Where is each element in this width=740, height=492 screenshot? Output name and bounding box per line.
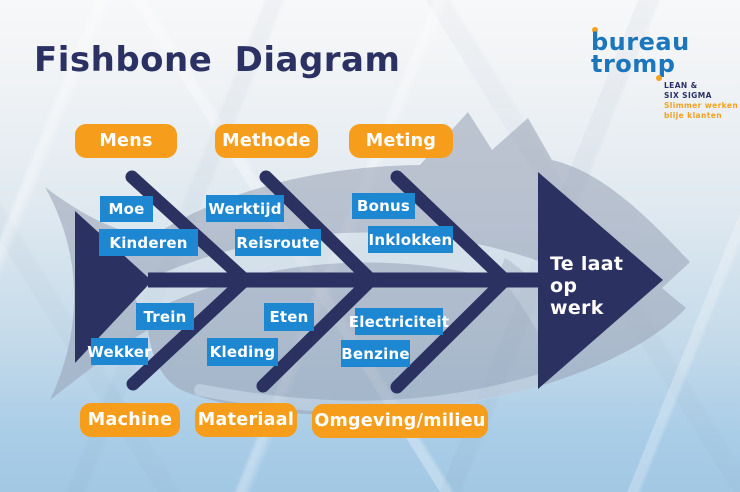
category-label-meting: Meting [349,124,453,158]
cause-label-trein: Trein [136,303,194,330]
tail-shape [75,211,152,363]
bone-bottom-2 [256,273,378,393]
spine-bar [148,272,540,288]
category-label-omgeving-milieu: Omgeving/milieu [312,404,488,438]
cause-label-inklokken: Inklokken [368,226,453,253]
cause-label-reisroute: Reisroute [235,229,321,256]
page-title: Fishbone Diagram [34,40,401,80]
logo-name-line1: bureau [591,28,690,56]
cause-label-electriciteit: Electriciteit [349,308,449,335]
bone-bottom-3 [390,273,512,394]
head-arrow-shape [538,172,663,389]
category-label-machine: Machine [80,403,180,437]
category-label-methode: Methode [215,124,318,158]
cause-label-benzine: Benzine [341,340,410,367]
bone-top-1 [125,170,252,287]
cause-label-kinderen: Kinderen [99,229,198,256]
effect-text: Te laat op werk [550,253,624,319]
cause-label-eten: Eten [264,303,314,331]
fish-body-shape [45,112,690,415]
cause-label-bonus: Bonus [352,193,415,219]
cause-label-wekker: Wekker [87,338,152,365]
category-label-materiaal: Materiaal [195,403,297,437]
cause-label-werktijd: Werktijd [206,195,284,222]
bone-bottom-1 [126,273,252,391]
bone-top-2 [259,170,378,287]
cause-label-kleding: Kleding [207,338,278,366]
logo-dot-bottom-icon [656,75,662,81]
logo-subline-sixsigma: SIX SIGMA [664,91,712,100]
logo-dot-top-icon [592,27,598,33]
logo-subline-slimmer: Slimmer werken [664,101,739,110]
logo-subline-blije: blije klanten [664,111,722,120]
category-label-mens: Mens [75,124,177,158]
cause-label-moe: Moe [100,196,153,222]
logo-subline-lean: LEAN & [664,81,698,90]
logo-name-line2: tromp [591,50,676,78]
